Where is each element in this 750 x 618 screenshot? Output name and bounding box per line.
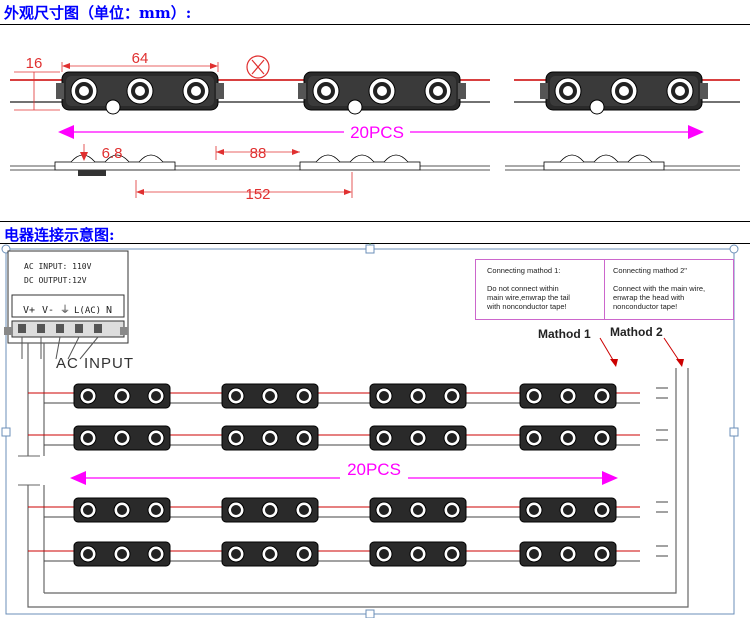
terminal-label: N	[106, 305, 112, 316]
led-module-top	[297, 71, 467, 111]
method2-header: Connecting mathod 2"	[613, 266, 687, 275]
wiring-count-label: 20PCS	[347, 460, 401, 479]
dim-spacing: 88	[250, 145, 267, 162]
led-module-side	[543, 154, 665, 171]
method1-label: Mathod 1	[538, 327, 591, 341]
wiring-section-title: 电器连接示意图:	[4, 226, 115, 244]
top-count-label: 20PCS	[350, 123, 404, 142]
module-row	[28, 497, 640, 523]
method1-line: with nonconductor tape!	[487, 302, 567, 311]
dim-pitch: 64	[132, 50, 149, 67]
info-divider	[604, 260, 605, 319]
terminal-label: V+	[23, 305, 35, 316]
section-divider	[0, 221, 750, 222]
method1-header: Connecting mathod 1:	[487, 266, 561, 275]
method2-line: enwrap the head with	[613, 293, 685, 302]
wiring-diagram: 20PCS AC INPUT Mathod 1 Mathod 2 V+ V- ⏚…	[1, 243, 739, 618]
led-module-top	[539, 71, 709, 111]
led-module-side	[299, 154, 421, 171]
title-divider-2	[0, 243, 750, 244]
method1-description: Connecting mathod 1: Do not connect with…	[487, 266, 570, 311]
psu-dc-output: DC OUTPUT:12V	[24, 276, 87, 285]
dimension-drawing: 64 16 20PCS 6.8 88 152	[10, 50, 740, 203]
dimensions-section-title: 外观尺寸图（单位：mm）:	[4, 4, 192, 22]
title-divider	[0, 24, 750, 25]
connection-methods-box: Connecting mathod 1: Do not connect with…	[475, 259, 734, 320]
method2-line: Connect with the main wire,	[613, 284, 706, 293]
dim-length: 152	[245, 186, 270, 203]
method1-line: Do not connect within	[487, 284, 559, 293]
method2-label: Mathod 2	[610, 325, 663, 339]
method1-line: main wire,enwrap the tail	[487, 293, 570, 302]
terminal-label: L(AC)	[74, 306, 101, 316]
method2-line: nonconductor tape!	[613, 302, 678, 311]
module-row	[28, 425, 640, 451]
terminal-label: ⏚	[60, 304, 70, 316]
led-module-top	[55, 71, 225, 111]
psu-ac-input: AC INPUT: 110V	[24, 262, 92, 271]
module-row	[28, 541, 640, 567]
ac-input-label: AC INPUT	[56, 355, 134, 372]
terminal-label: V-	[42, 305, 54, 316]
dim-height: 16	[26, 55, 43, 72]
dim-depth: 6.8	[102, 145, 123, 162]
module-row	[28, 383, 640, 409]
method2-description: Connecting mathod 2" Connect with the ma…	[613, 266, 705, 311]
